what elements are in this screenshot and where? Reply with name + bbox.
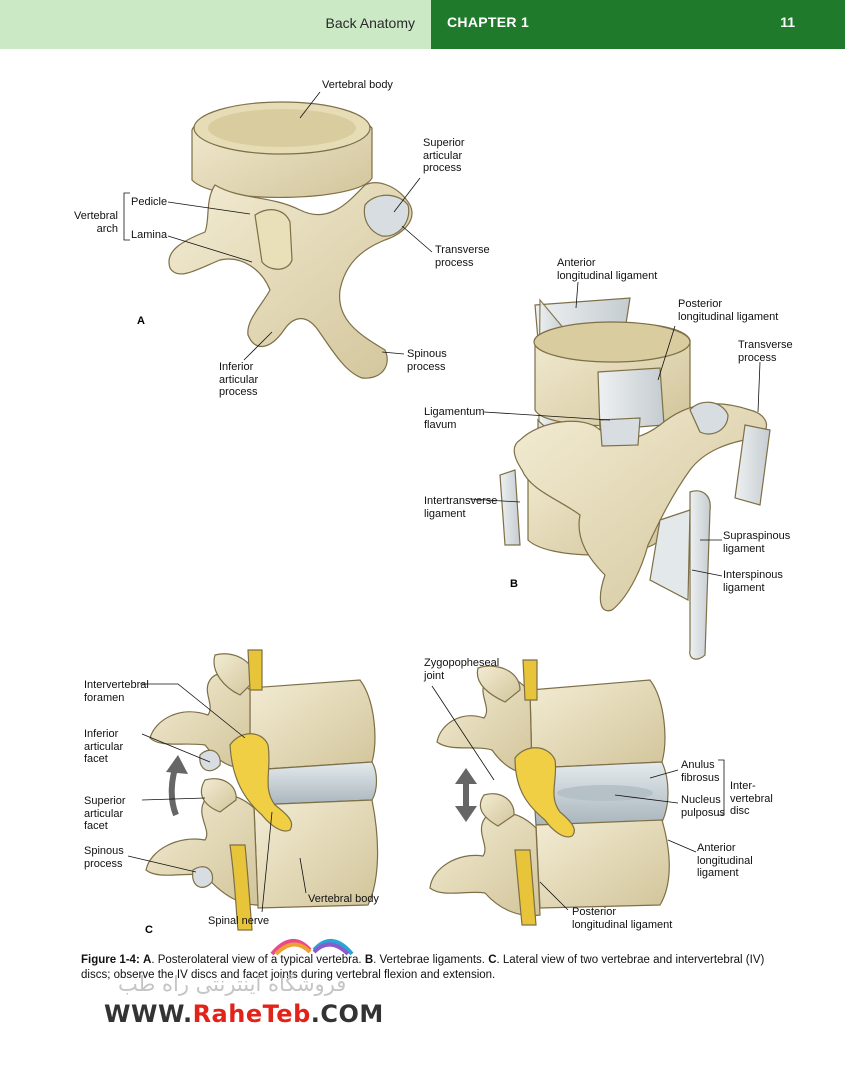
panel-a-vertebra — [168, 101, 413, 379]
watermark-url-prefix: WWW. — [104, 1000, 193, 1028]
label-vertebral-arch: Vertebral arch — [73, 210, 118, 235]
label-spinous-process-c: Spinous process — [84, 845, 124, 870]
label-vertebral-body-c: Vertebral body — [308, 893, 379, 905]
watermark-url: WWW.RaheTeb.COM — [104, 1000, 384, 1028]
label-intervertebral-disc: Inter- vertebral disc — [730, 780, 773, 817]
caption-part-b-letter: B — [364, 954, 374, 966]
label-spinal-nerve: Spinal nerve — [208, 915, 270, 927]
caption-part-a-letter: A — [143, 954, 152, 966]
panel-c-left-leaders — [127, 683, 307, 913]
label-pedicle: Pedicle — [131, 196, 168, 208]
panel-c-letter: C — [145, 924, 153, 936]
panel-c-flexion-view — [145, 649, 379, 931]
label-zygopopheseal-joint: Zygopopheseal joint — [424, 657, 500, 682]
label-transverse-process-a: Transverse process — [435, 244, 490, 269]
label-anterior-longitudinal-ligament-b: Anterior longitudinal ligament — [557, 257, 658, 282]
label-interspinous-ligament: Interspinous ligament — [723, 569, 783, 594]
label-posterior-longitudinal-ligament-b: Posterior longitudinal ligament — [678, 298, 779, 323]
header-section-bar: Back Anatomy — [0, 0, 431, 49]
panel-b-leaders — [469, 281, 761, 577]
header-chapter-bar: CHAPTER 1 11 — [431, 0, 845, 49]
label-lamina: Lamina — [131, 229, 168, 241]
label-anterior-longitudinal-ligament-c: Anterior longitudinal ligament — [697, 842, 753, 879]
label-nucleus-pulposus: Nucleus pulposus — [681, 794, 726, 819]
label-posterior-longitudinal-ligament-c: Posterior longitudinal ligament — [572, 906, 673, 931]
header-section-title: Back Anatomy — [325, 15, 416, 31]
watermark-book-logo-icon — [270, 939, 354, 956]
panel-b-vertebrae-ligaments — [499, 297, 771, 660]
page-number: 11 — [780, 14, 795, 30]
panel-a-leaders — [123, 91, 433, 361]
label-inferior-articular-facet: Inferior articular facet — [84, 728, 124, 765]
label-inferior-articular-process: Inferior articular process — [219, 361, 259, 398]
label-ligamentum-flavum: Ligamentum flavum — [424, 406, 485, 431]
watermark-url-brand: RaheTeb — [192, 1000, 311, 1028]
caption-part-c: . Lateral view of two vertebrae and inte… — [81, 954, 765, 981]
caption-part-b: . Vertebrae ligaments. — [373, 954, 489, 966]
panel-c-extension-view — [429, 659, 670, 926]
header-chapter-label: CHAPTER 1 — [447, 14, 530, 30]
label-intertransverse-ligament: Intertransverse ligament — [424, 495, 498, 520]
label-supraspinous-ligament: Supraspinous ligament — [723, 530, 791, 555]
caption-part-c-letter: C — [488, 954, 497, 966]
watermark-persian-text: فروشگاه اینترنتی راه طب — [118, 972, 347, 996]
figure-caption: Figure 1-4: A. Posterolateral view of a … — [81, 953, 796, 983]
caption-part-a: . Posterolateral view of a typical verte… — [151, 954, 365, 966]
watermark-url-suffix: .COM — [310, 1000, 384, 1028]
label-transverse-process-b: Transverse process — [738, 339, 793, 364]
label-superior-articular-facet: Superior articular facet — [84, 795, 126, 832]
label-intervertebral-foramen: Intervertebral foramen — [84, 679, 149, 704]
panel-a-letter: A — [137, 315, 145, 327]
label-anulus-fibrosus: Anulus fibrosus — [681, 759, 720, 784]
label-superior-articular-process: Superior articular process — [423, 137, 465, 174]
label-spinous-process-a: Spinous process — [407, 348, 447, 373]
panel-c-right-leaders — [431, 685, 725, 911]
label-vertebral-body-a: Vertebral body — [322, 79, 393, 91]
caption-label: Figure 1-4: — [81, 954, 140, 966]
panel-b-letter: B — [510, 578, 518, 590]
